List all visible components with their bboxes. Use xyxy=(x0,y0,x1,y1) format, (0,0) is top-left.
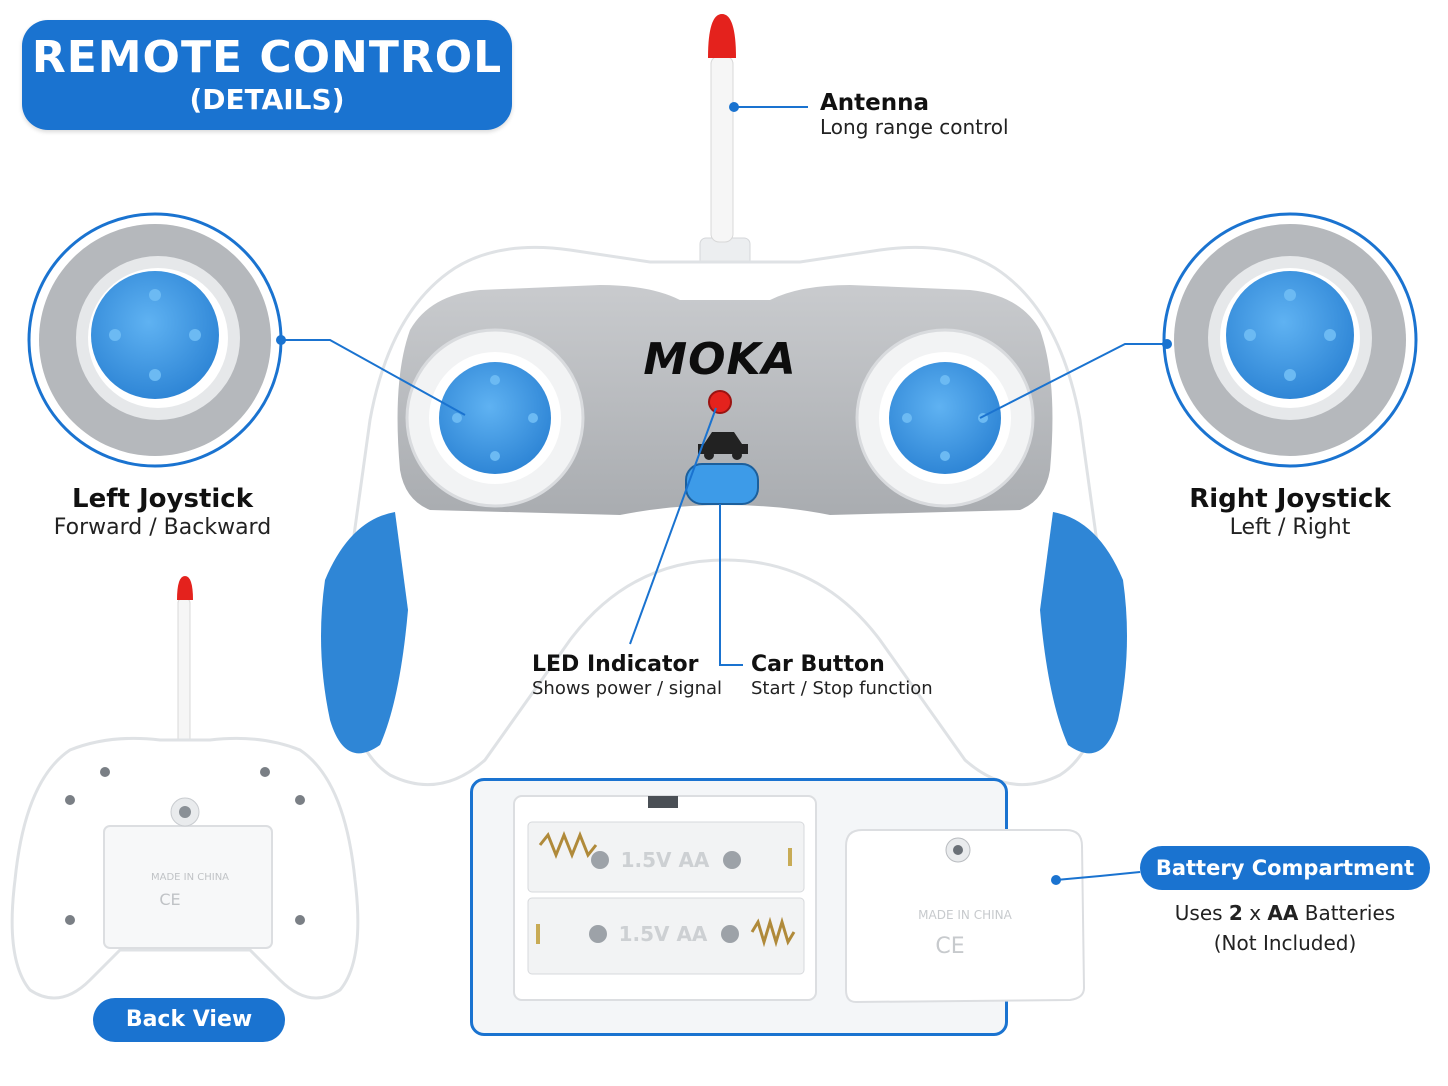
left-joystick-title: Left Joystick xyxy=(72,484,253,514)
car-button-title: Car Button xyxy=(751,652,885,677)
page-title: REMOTE CONTROL xyxy=(31,32,503,83)
brand-logo: MOKA xyxy=(643,334,797,385)
battery-times: x xyxy=(1242,901,1268,925)
antenna-desc: Long range control xyxy=(820,115,1009,139)
cover-made-in: MADE IN CHINA xyxy=(918,908,1012,922)
left-joystick-desc: Forward / Backward xyxy=(53,515,272,540)
car-button[interactable] xyxy=(685,463,759,505)
page-subtitle: (DETAILS) xyxy=(189,83,345,116)
battery-count: 2 xyxy=(1228,901,1243,925)
led-desc: Shows power / signal xyxy=(532,678,723,699)
antenna-callout: Antenna Long range control xyxy=(820,90,1009,138)
left-joystick-zoom xyxy=(27,212,283,468)
battery-slot-label-top: 1.5V AA xyxy=(620,848,710,872)
battery-slot-label-bottom: 1.5V AA xyxy=(618,922,708,946)
led-title: LED Indicator xyxy=(532,652,699,677)
back-ce-mark: CE xyxy=(159,890,181,909)
battery-desc-suffix: Batteries xyxy=(1298,901,1396,925)
battery-cover xyxy=(845,829,1086,1004)
car-icon xyxy=(698,432,748,460)
back-view-badge: Back View xyxy=(93,998,285,1042)
battery-tray xyxy=(513,795,817,1001)
car-button-callout: Car Button Start / Stop function xyxy=(751,652,933,700)
back-view-controller xyxy=(10,576,360,1000)
antenna-title: Antenna xyxy=(820,90,930,116)
title-badge: REMOTE CONTROL (DETAILS) xyxy=(22,20,512,130)
battery-compartment-badge: Battery Compartment xyxy=(1140,846,1430,890)
car-button-desc: Start / Stop function xyxy=(751,678,933,699)
right-joystick-desc: Left / Right xyxy=(1229,515,1351,540)
battery-note: (Not Included) xyxy=(1213,931,1357,955)
right-joystick-callout: Right Joystick Left / Right xyxy=(1150,484,1430,542)
led-indicator xyxy=(708,390,732,414)
led-callout: LED Indicator Shows power / signal xyxy=(532,652,722,700)
battery-type: AA xyxy=(1267,901,1299,925)
back-made-in: MADE IN CHINA xyxy=(150,872,230,883)
cover-ce-mark: CE xyxy=(935,934,965,959)
battery-desc-prefix: Uses xyxy=(1174,901,1229,925)
battery-desc: Uses 2 x AA Batteries (Not Included) xyxy=(1140,898,1430,958)
right-joystick-title: Right Joystick xyxy=(1189,484,1391,514)
antenna xyxy=(699,14,751,267)
right-joystick-zoom xyxy=(1162,212,1418,468)
left-joystick-callout: Left Joystick Forward / Backward xyxy=(20,484,305,542)
